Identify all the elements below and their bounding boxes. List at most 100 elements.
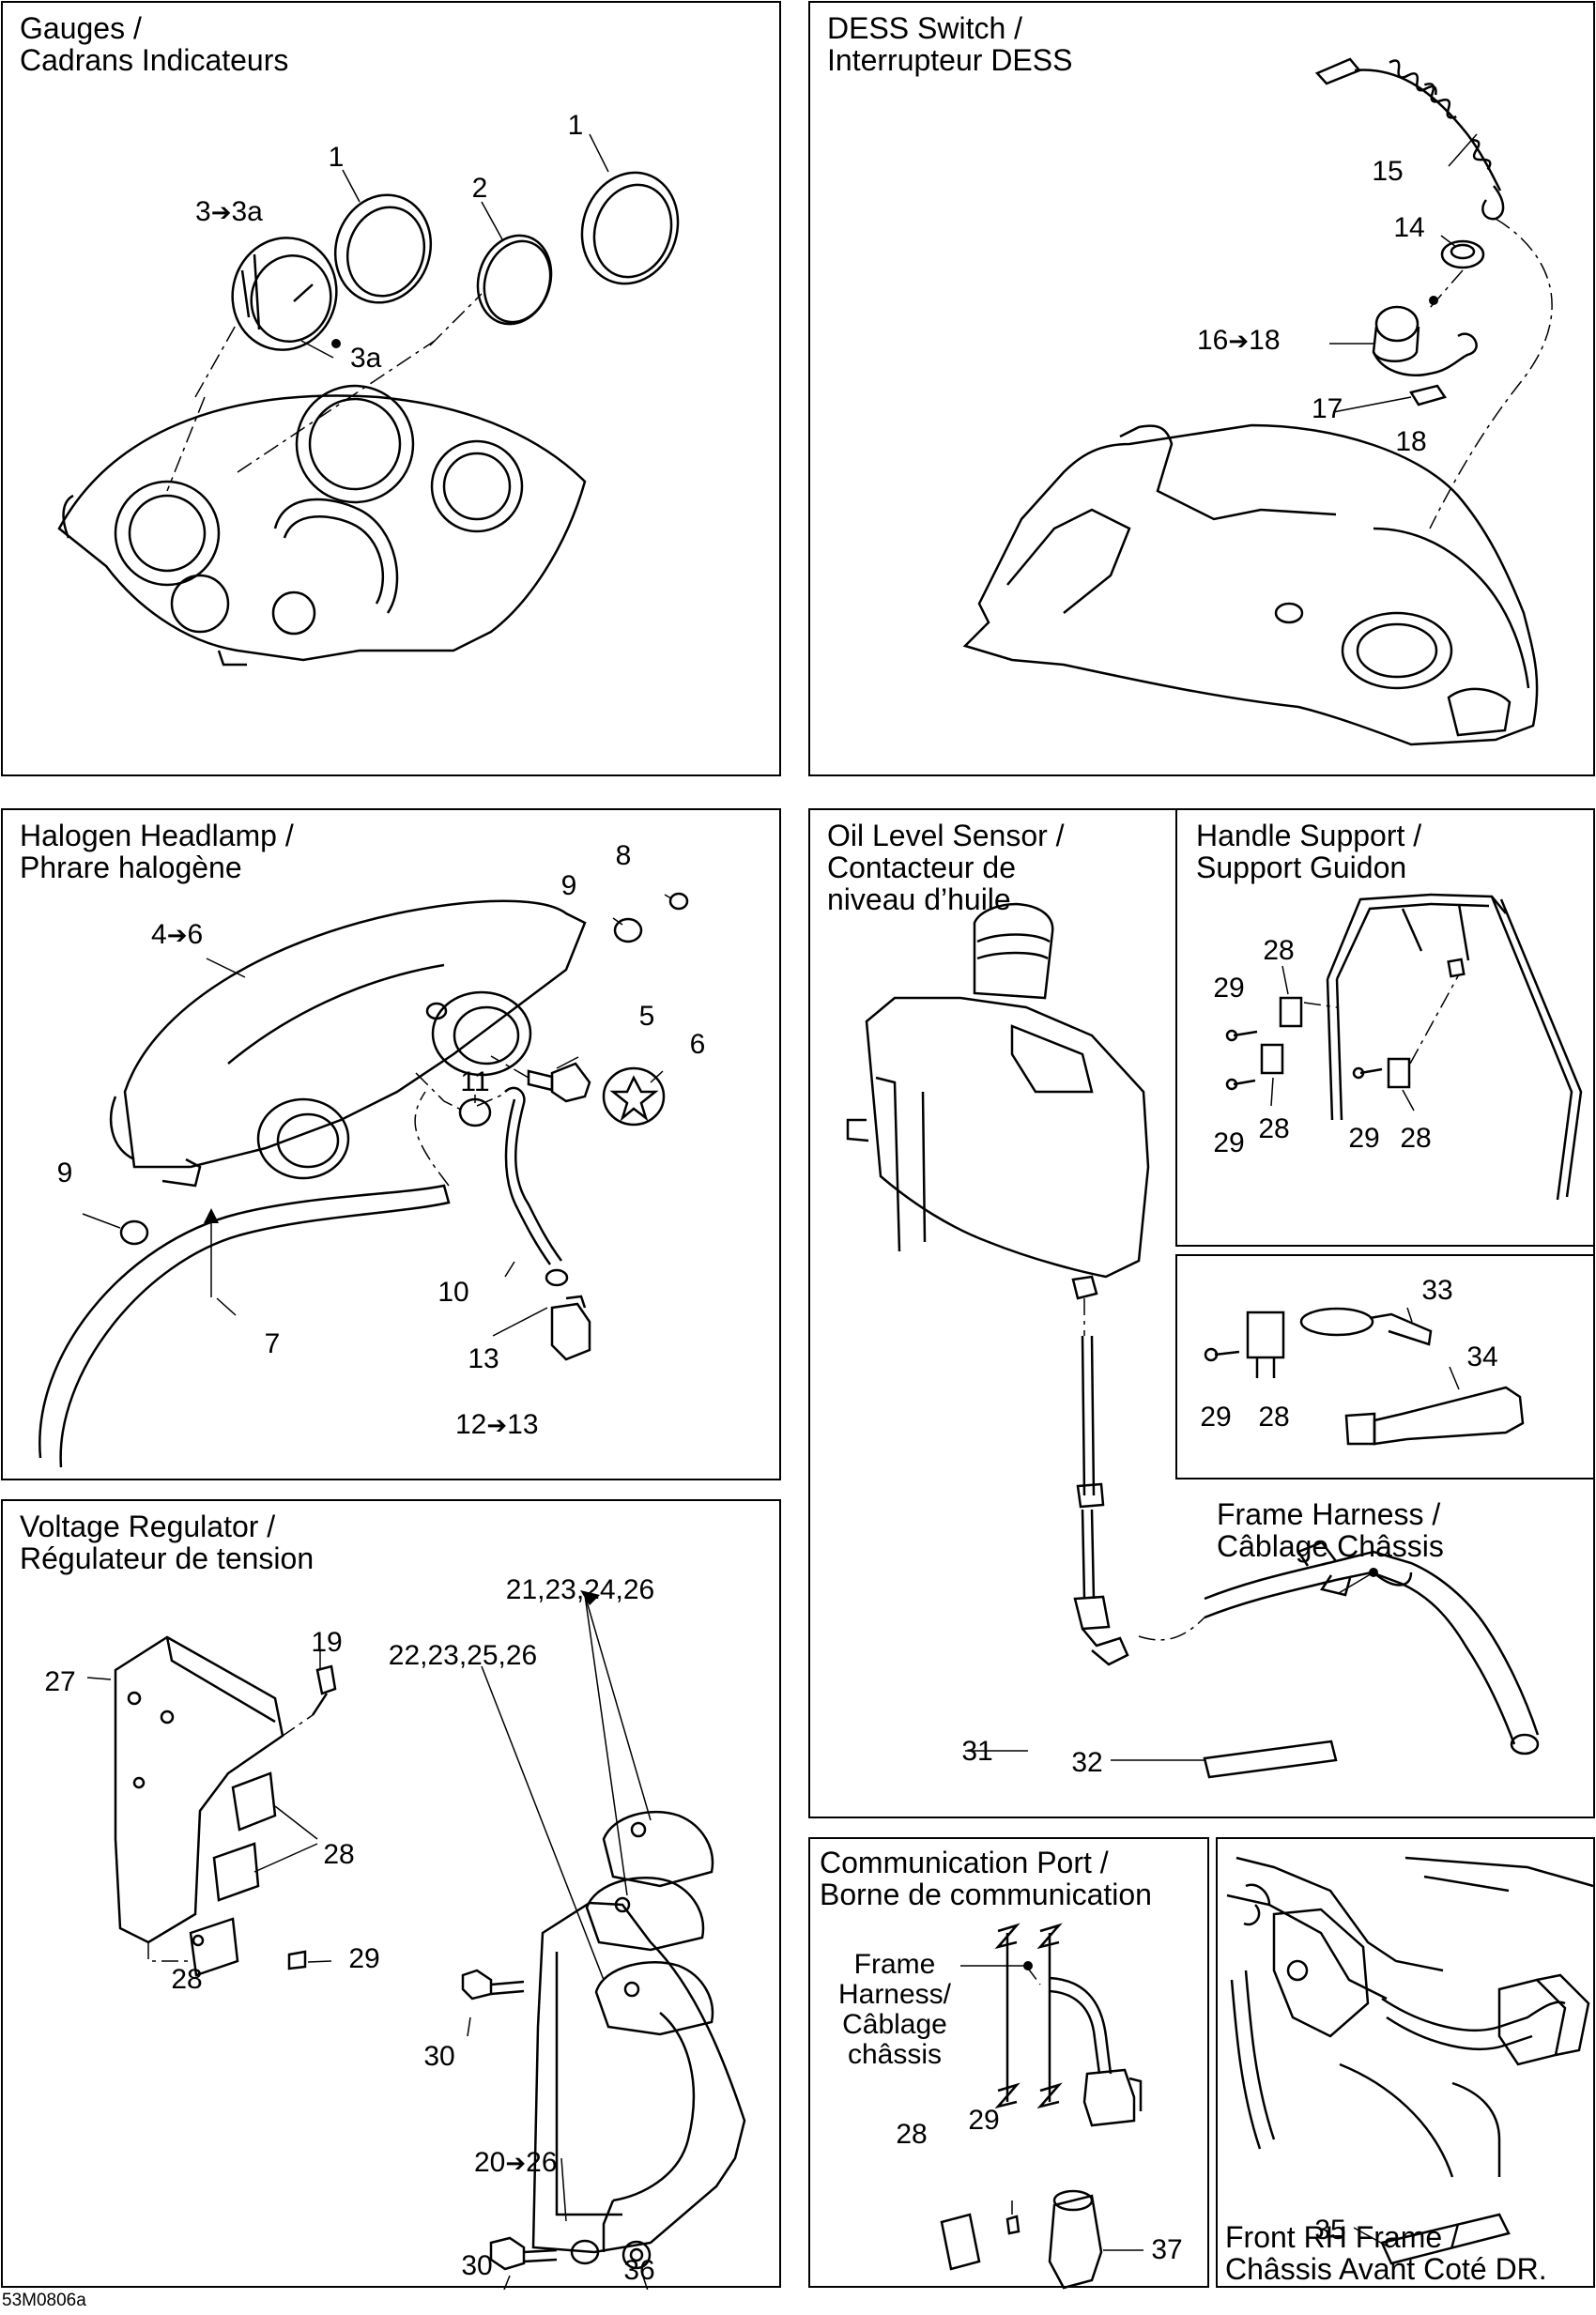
voltage-title-en: Voltage Regulator / xyxy=(20,1510,276,1543)
callout-17: 17 xyxy=(1312,393,1343,424)
callout-37: 37 xyxy=(1151,2234,1183,2265)
voltage-title: Voltage Regulator / Régulateur de tensio… xyxy=(20,1510,314,1574)
comm-side-line1: Frame xyxy=(853,1949,936,1980)
callout-9-top: 9 xyxy=(560,870,577,901)
callout-28-d: 28 xyxy=(1258,1402,1290,1433)
callout-19: 19 xyxy=(311,1627,343,1658)
front-title: Front RH Frame / Châssis Avant Coté DR. xyxy=(1225,2221,1547,2285)
callout-10: 10 xyxy=(437,1277,469,1308)
callout-9-left: 9 xyxy=(56,1158,73,1188)
comm-side-line2: Harness/ xyxy=(837,1979,952,2010)
handle-title: Handle Support / Support Guidon xyxy=(1196,820,1421,883)
oil-title-fr2: niveau d’huile xyxy=(827,882,1011,916)
callout-20-range: 20➔26 xyxy=(474,2147,558,2178)
handle-title-fr: Support Guidon xyxy=(1196,851,1407,884)
voltage-title-fr: Régulateur de tension xyxy=(20,1541,315,1575)
comm-drawing xyxy=(940,1923,1143,2290)
callout-4-range: 4➔6 xyxy=(151,919,204,950)
callout-1-left: 1 xyxy=(328,142,345,173)
oil-title: Oil Level Sensor / Contacteur de niveau … xyxy=(827,820,1065,915)
headlamp-title: Halogen Headlamp / Phrare halogène xyxy=(20,820,294,883)
dess-title-fr: Interrupteur DESS xyxy=(827,43,1073,77)
callout-22-group: 22,23,25,26 xyxy=(388,1640,538,1671)
front-rh-frame-panel: 35 Front RH Frame / Châssis Avant Coté D… xyxy=(1216,1837,1595,2288)
callout-29-e: 29 xyxy=(348,1943,380,1974)
communication-port-panel: Communication Port / Borne de communicat… xyxy=(808,1837,1209,2290)
callout-16-range: 16➔18 xyxy=(1197,325,1281,356)
handle-drawing xyxy=(1225,893,1583,1201)
callout-28-b: 28 xyxy=(1258,1113,1290,1144)
frame-harness-fr: Câblage Châssis xyxy=(1217,1529,1444,1563)
oil-title-fr1: Contacteur de xyxy=(827,851,1017,884)
headlamp-title-en: Halogen Headlamp / xyxy=(20,819,294,852)
callout-18: 18 xyxy=(1395,426,1427,457)
callout-29-b: 29 xyxy=(1213,1127,1245,1158)
callout-29-f: 29 xyxy=(968,2105,1000,2136)
callout-28-e: 28 xyxy=(323,1839,355,1870)
front-title-en: Front RH Frame / xyxy=(1225,2220,1459,2254)
misc-drawing xyxy=(1204,1307,1525,1446)
gauges-title: Gauges / Cadrans Indicateurs xyxy=(20,12,288,76)
gauges-title-fr: Cadrans Indicateurs xyxy=(20,43,289,77)
callout-30-b: 30 xyxy=(461,2250,493,2281)
callout-5: 5 xyxy=(638,1001,655,1032)
frame-harness-caption: Frame Harness / Câblage Châssis xyxy=(1217,1498,1444,1562)
callout-7: 7 xyxy=(264,1328,281,1359)
callout-11: 11 xyxy=(460,1066,490,1097)
handle-title-en: Handle Support / xyxy=(1196,819,1422,852)
callout-28-f: 28 xyxy=(171,1964,203,1995)
gauges-panel: Gauges / Cadrans Indicateurs xyxy=(1,1,781,776)
callout-31: 31 xyxy=(961,1736,993,1767)
misc-parts-panel: 33 34 29 28 xyxy=(1175,1254,1595,1479)
callout-1-right: 1 xyxy=(567,110,584,141)
oil-title-en: Oil Level Sensor / xyxy=(827,819,1065,852)
callout-28-c: 28 xyxy=(1400,1123,1432,1154)
callout-28-g: 28 xyxy=(896,2119,928,2150)
comm-title-en: Communication Port / xyxy=(820,1846,1109,1879)
dess-title-en: DESS Switch / xyxy=(827,11,1023,45)
headlamp-drawing xyxy=(38,892,689,1468)
callout-29-c: 29 xyxy=(1348,1123,1380,1154)
callout-33: 33 xyxy=(1421,1275,1453,1306)
headlamp-title-fr: Phrare halogène xyxy=(20,851,242,884)
dess-switch-panel: DESS Switch / Interrupteur DESS xyxy=(808,1,1595,776)
callout-3-range: 3➔3a xyxy=(195,196,263,227)
front-frame-drawing xyxy=(1226,1856,1594,2265)
callout-2: 2 xyxy=(471,173,488,204)
callout-29-d: 29 xyxy=(1200,1402,1232,1433)
callout-30-a: 30 xyxy=(423,2041,455,2072)
oil-drawing xyxy=(846,902,1540,1779)
dess-title: DESS Switch / Interrupteur DESS xyxy=(827,12,1072,76)
drawing-code: 53M0806a xyxy=(2,2291,86,2310)
voltage-drawing xyxy=(86,1590,746,2290)
callout-8: 8 xyxy=(615,840,632,871)
comm-side-line3: Câblage xyxy=(842,2009,947,2040)
frame-harness-en: Frame Harness / xyxy=(1217,1497,1441,1531)
callout-28-a: 28 xyxy=(1263,935,1295,966)
callout-3a: 3a xyxy=(350,343,382,374)
callout-21-group: 21,23,24,26 xyxy=(505,1574,655,1605)
callout-12-range: 12➔13 xyxy=(455,1409,539,1440)
headlamp-panel: Halogen Headlamp / Phrare halogène xyxy=(1,808,781,1480)
callout-6: 6 xyxy=(689,1029,706,1060)
callout-14: 14 xyxy=(1393,212,1425,243)
callout-35: 35 xyxy=(1314,2215,1346,2246)
callout-32: 32 xyxy=(1071,1747,1103,1778)
gauges-title-en: Gauges / xyxy=(20,11,142,45)
front-title-fr: Châssis Avant Coté DR. xyxy=(1225,2252,1547,2286)
callout-13: 13 xyxy=(468,1343,499,1374)
comm-side-label: Frame Harness/ Câblage châssis xyxy=(829,1950,960,2070)
handle-support-panel: Handle Support / Support Guidon xyxy=(1175,808,1595,1247)
voltage-regulator-panel: Voltage Regulator / Régulateur de tensio… xyxy=(1,1499,781,2290)
callout-29-a: 29 xyxy=(1213,973,1245,1004)
callout-27: 27 xyxy=(44,1666,76,1697)
callout-34: 34 xyxy=(1466,1341,1498,1372)
dess-drawing xyxy=(962,57,1553,746)
callout-36: 36 xyxy=(623,2255,655,2286)
callout-15: 15 xyxy=(1372,156,1404,187)
comm-title-fr: Borne de communication xyxy=(820,1878,1152,1911)
comm-title: Communication Port / Borne de communicat… xyxy=(820,1847,1152,1910)
gauges-drawing xyxy=(57,133,680,667)
comm-side-line4: châssis xyxy=(847,2039,943,2070)
